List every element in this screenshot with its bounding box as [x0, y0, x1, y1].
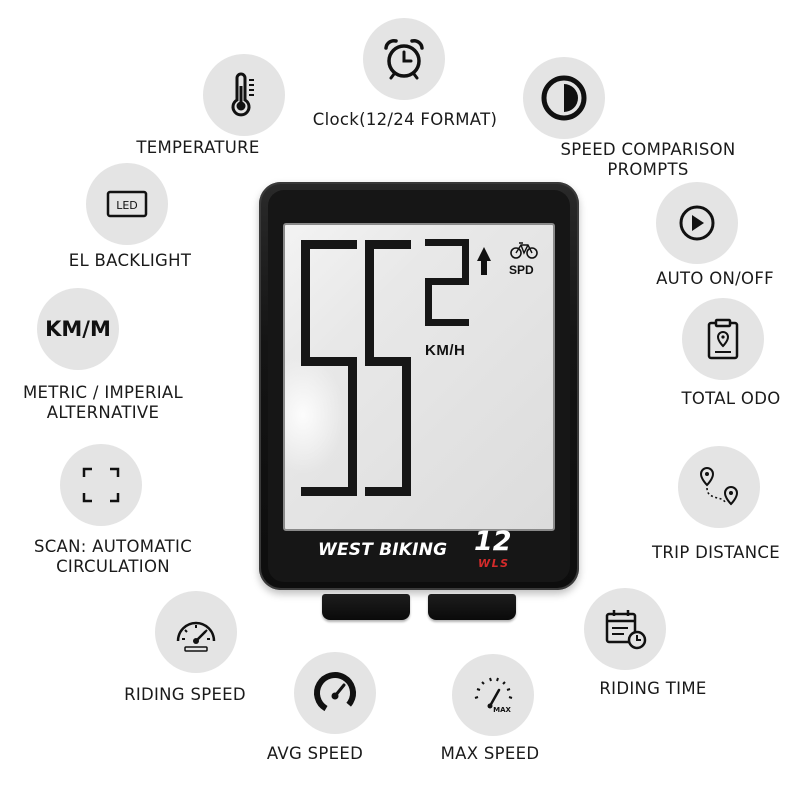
model-number: 12 — [474, 526, 512, 557]
kmm-icon-text: KM/M — [45, 317, 111, 341]
trip-distance-label: TRIP DISTANCE — [652, 543, 780, 562]
unit-label: KM/H — [425, 342, 466, 359]
speed-comparison-label-line1: SPEED COMPARISON — [560, 140, 736, 159]
led-icon: LED — [86, 163, 168, 245]
screen-glare — [285, 355, 345, 475]
gauge-icon — [294, 652, 376, 734]
right-button[interactable] — [428, 594, 516, 620]
model-suffix: WLS — [478, 557, 510, 570]
riding-speed-label: RIDING SPEED — [124, 685, 246, 704]
play-arrow-icon — [656, 182, 738, 264]
speed-up-arrow-icon — [477, 247, 491, 275]
thermometer-icon — [203, 54, 285, 136]
brand-logo: WEST BIKING — [318, 540, 448, 560]
avg-speed-label: AVG SPEED — [266, 744, 364, 763]
mode-label: SPD — [509, 263, 534, 277]
scan-frame-icon — [60, 444, 142, 526]
total-odo-label: TOTAL ODO — [681, 389, 781, 408]
half-circle-icon — [523, 57, 605, 139]
kmm-icon: KM/M — [37, 288, 119, 370]
lcd-screen: SPD KM/H — [283, 223, 555, 531]
temperature-label: TEMPERATURE — [136, 138, 260, 157]
bicycle-icon — [510, 242, 538, 259]
max-icon-text: MAX — [493, 706, 511, 714]
speed-comparison-label-line2: PROMPTS — [607, 160, 689, 179]
scan-label-line2: CIRCULATION — [56, 557, 170, 576]
max-speed-label: MAX SPEED — [440, 744, 540, 763]
route-pins-icon — [678, 446, 760, 528]
led-icon-text: LED — [116, 199, 138, 212]
clipboard-location-icon — [682, 298, 764, 380]
max-gauge-icon: MAX — [452, 654, 534, 736]
riding-time-label: RIDING TIME — [599, 679, 707, 698]
alarm-clock-icon — [363, 18, 445, 100]
clock-label: Clock(12/24 FORMAT) — [312, 110, 498, 129]
left-button[interactable] — [322, 594, 410, 620]
auto-on-off-label: AUTO ON/OFF — [656, 269, 774, 288]
el-backlight-label: EL BACKLIGHT — [68, 251, 192, 270]
metric-imperial-label-line1: METRIC / IMPERIAL — [22, 383, 184, 402]
speedometer-icon — [155, 591, 237, 673]
scan-label-line1: SCAN: AUTOMATIC — [33, 537, 193, 556]
metric-imperial-label-line2: ALTERNATIVE — [46, 403, 160, 422]
calendar-clock-icon — [584, 588, 666, 670]
